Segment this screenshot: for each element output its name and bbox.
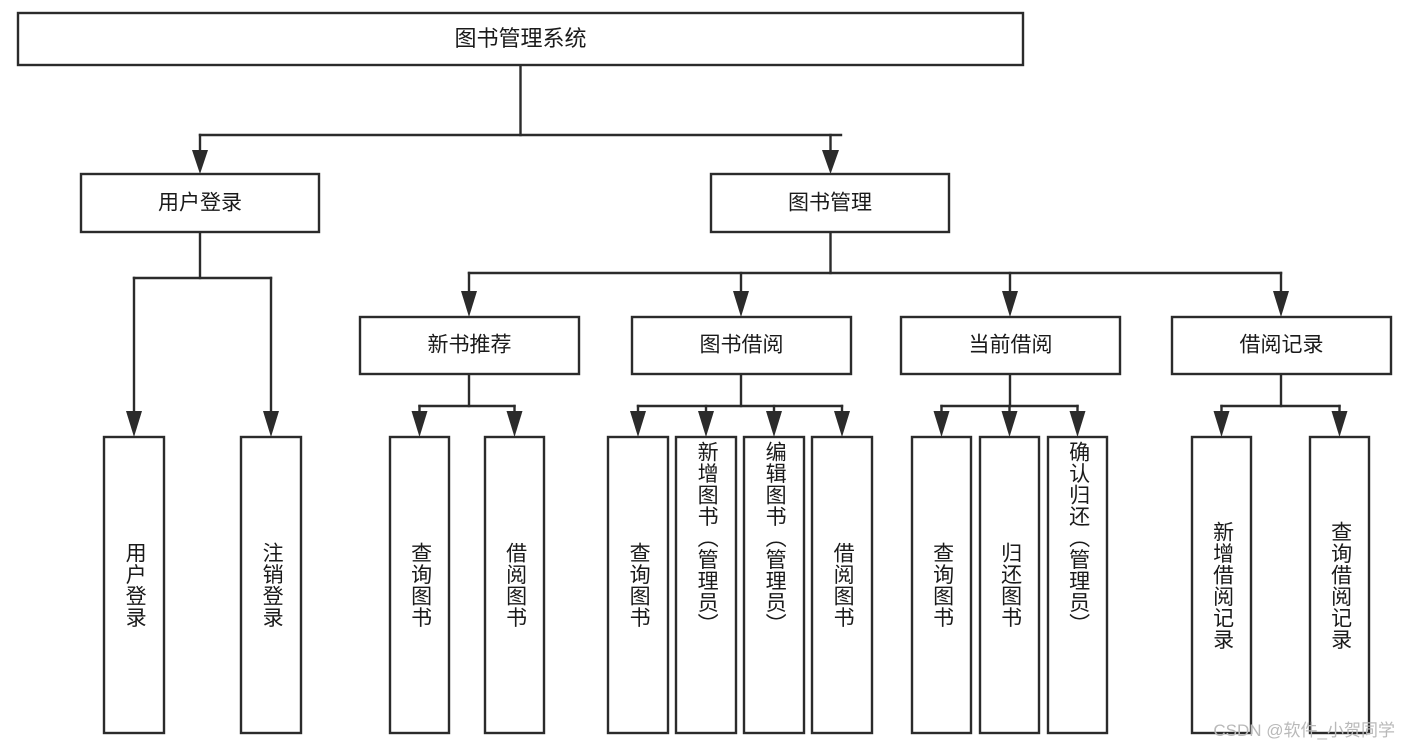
arrow-head-new-book-rec [461,291,477,317]
leaf-box-query-book-c[interactable] [910,435,973,735]
arrow-head-borrow-record [1273,291,1289,317]
arrow-head-leaf-query-book-c [933,411,950,437]
node-root-system-box[interactable] [16,11,1025,67]
connector-group-book-borrow [630,372,850,437]
leaf-box-query-book-b[interactable] [606,435,670,735]
arrow-head-book-mgmt [822,150,839,174]
node-book-management[interactable]: 图书管理 [709,172,951,234]
leaf-box-query-record[interactable] [1308,435,1371,735]
arrow-head-leaf-query-book-b [630,411,646,437]
node-book-management-label: 图书管理 [788,192,872,215]
node-book-borrow-label: 图书借阅 [700,334,784,357]
leaf-box-confirm-return[interactable] [1046,435,1109,735]
leaf-box-edit-book[interactable] [742,435,806,735]
arrow-head-user-login [192,150,208,174]
node-user-login[interactable]: 用户登录 [79,172,321,234]
node-current-borrow-label: 当前借阅 [969,334,1053,357]
node-current-borrow[interactable]: 当前借阅 [899,315,1122,376]
arrow-head-leaf-user-login [126,411,142,437]
arrow-head-book-borrow [733,291,749,317]
node-book-borrow-box[interactable] [630,315,853,376]
node-borrow-record[interactable]: 借阅记录 [1170,315,1393,376]
node-user-login-label: 用户登录 [158,192,242,215]
node-root-system-label: 图书管理系统 [454,26,586,51]
node-new-book-recommend[interactable]: 新书推荐 [358,315,581,376]
leaf-box-borrow-book-a[interactable] [483,435,546,735]
watermark-text: CSDN @软件_小贺同学 [1213,721,1395,740]
arrow-head-leaf-return-book [1001,411,1018,437]
arrow-head-leaf-borrow-book-b [834,411,850,437]
node-book-management-box[interactable] [709,172,951,234]
connector-group-borrow-record [1213,372,1348,437]
leaf-box-return-book[interactable] [978,435,1041,735]
arrow-head-leaf-add-record [1213,411,1230,437]
node-current-borrow-box[interactable] [899,315,1122,376]
arrow-head-current-borrow [1002,291,1018,317]
connector-group-new-book-rec [411,372,523,437]
node-root-system[interactable]: 图书管理系统 [16,11,1025,67]
arrow-head-leaf-edit-book [766,411,782,437]
leaf-box-logout[interactable] [239,435,303,735]
connector-group-current-borrow [933,372,1086,437]
node-borrow-record-box[interactable] [1170,315,1393,376]
node-borrow-record-label: 借阅记录 [1240,334,1324,357]
arrow-head-leaf-logout [263,411,279,437]
arrow-head-leaf-confirm-return [1069,411,1086,437]
node-book-borrow[interactable]: 图书借阅 [630,315,853,376]
leaf-box-borrow-book-b[interactable] [810,435,874,735]
connector-group-book-mgmt [461,230,1289,317]
leaf-box-query-book-a[interactable] [388,435,451,735]
leaf-box-add-book[interactable] [674,435,738,735]
arrow-head-leaf-query-record [1331,411,1348,437]
node-new-book-recommend-box[interactable] [358,315,581,376]
arrow-head-leaf-add-book [698,411,714,437]
node-new-book-recommend-label: 新书推荐 [428,334,512,357]
arrow-head-leaf-borrow-book-a [506,411,523,437]
connector-group-user-login [126,230,279,437]
arrow-head-leaf-query-book-a [411,411,428,437]
leaf-box-user-login[interactable] [102,435,166,735]
connector-group-root [192,63,843,174]
leaf-boxes-group [102,435,1371,735]
leaf-box-add-record[interactable] [1190,435,1253,735]
node-user-login-box[interactable] [79,172,321,234]
